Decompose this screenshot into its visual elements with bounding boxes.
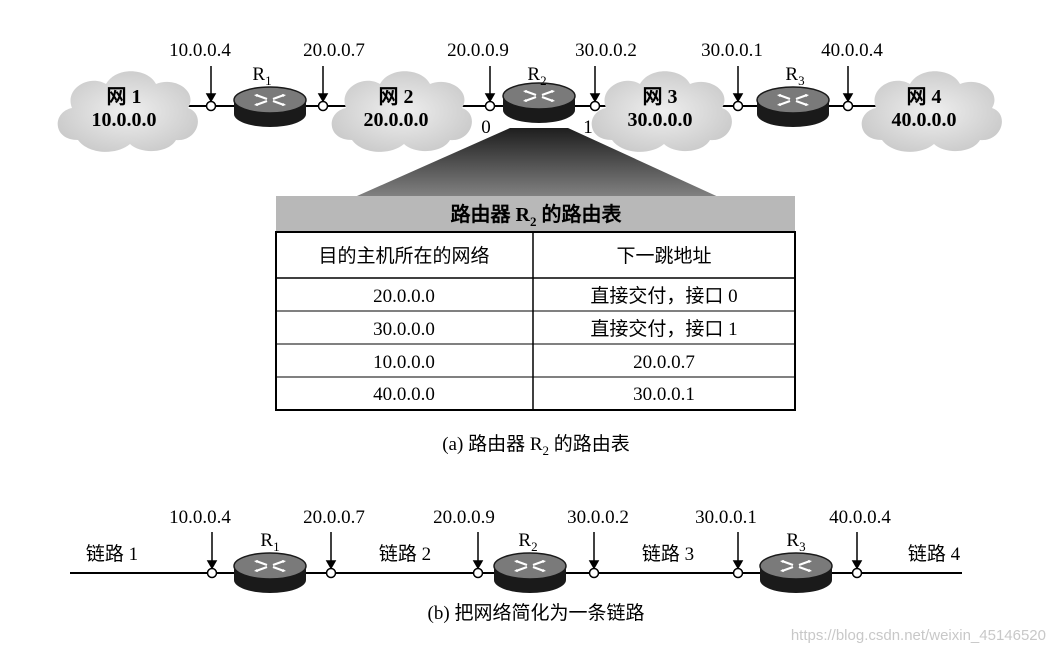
iface-label-a-5: 30.0.0.1 [701,40,763,61]
link-label-2: 链路 2 [379,543,431,565]
routing-table-title: 路由器 R2 的路由表 [451,202,623,229]
router-r1-icon [232,85,308,129]
table-cell-r4-dest: 40.0.0.0 [373,384,435,405]
table-header-nexthop: 下一跳地址 [616,245,711,267]
iface-label-b-3: 20.0.0.9 [433,507,495,528]
net-3-addr: 30.0.0.0 [628,109,693,131]
table-title-band [276,196,795,232]
table-cell-r3-next: 20.0.0.7 [633,352,695,373]
caption-b: (b) 把网络简化为一条链路 [428,602,645,624]
routing-table [275,231,796,411]
iface-label-b-1: 10.0.0.4 [169,507,231,528]
net-1-addr: 10.0.0.0 [92,109,157,131]
iface-label-a-4: 30.0.0.2 [575,40,637,61]
router-label-a-r1: R1 [252,64,271,88]
iface-label-b-4: 30.0.0.2 [567,507,629,528]
iface-label-b-6: 40.0.0.4 [829,507,891,528]
table-cell-r2-dest: 30.0.0.0 [373,319,435,340]
router-r2-icon [501,81,577,125]
iface-label-a-2: 20.0.0.7 [303,40,365,61]
net-4-addr: 40.0.0.0 [892,109,957,131]
iface-label-a-6: 40.0.0.4 [821,40,883,61]
router-label-a-r2: R2 [527,64,546,88]
link-label-4: 链路 4 [908,543,961,565]
iface-label-b-5: 30.0.0.1 [695,507,757,528]
interface-marks-b [206,532,863,579]
port-label-1: 1 [583,117,593,138]
router-r3-icon-b [758,551,834,595]
net-2-addr: 20.0.0.0 [364,109,429,131]
router-r1-icon-b [232,551,308,595]
net-4-name: 网 4 [907,86,942,108]
table-cell-r3-dest: 10.0.0.0 [373,352,435,373]
link-label-3: 链路 3 [642,543,694,565]
cloud-net-1 [57,71,198,152]
router-r3-icon [755,85,831,129]
router-r2-icon-b [492,551,568,595]
cloud-net-2 [331,71,472,152]
caption-a: (a) 路由器 R2 的路由表 [442,433,630,458]
net-1-name: 网 1 [107,86,142,108]
router-label-b-r2: R2 [518,530,537,554]
cloud-net-4 [861,71,1002,152]
link-label-1: 链路 1 [86,543,138,565]
watermark: https://blog.csdn.net/weixin_45146520 [791,627,1046,644]
iface-label-a-3: 20.0.0.9 [447,40,509,61]
net-2-name: 网 2 [379,86,414,108]
router-label-a-r3: R3 [785,64,804,88]
table-header-dest: 目的主机所在的网络 [318,245,489,267]
table-cell-r1-dest: 20.0.0.0 [373,286,435,307]
table-cell-r1-next: 直接交付，接口 0 [590,285,737,307]
table-cell-r2-next: 直接交付，接口 1 [590,318,737,340]
cloud-net-3 [591,71,732,152]
interface-marks-a [205,66,854,112]
router-label-b-r3: R3 [786,530,805,554]
iface-label-b-2: 20.0.0.7 [303,507,365,528]
net-3-name: 网 3 [643,86,678,108]
table-cell-r4-next: 30.0.0.1 [633,384,695,405]
iface-label-a-1: 10.0.0.4 [169,40,231,61]
router-label-b-r1: R1 [260,530,279,554]
port-label-0: 0 [481,117,491,138]
